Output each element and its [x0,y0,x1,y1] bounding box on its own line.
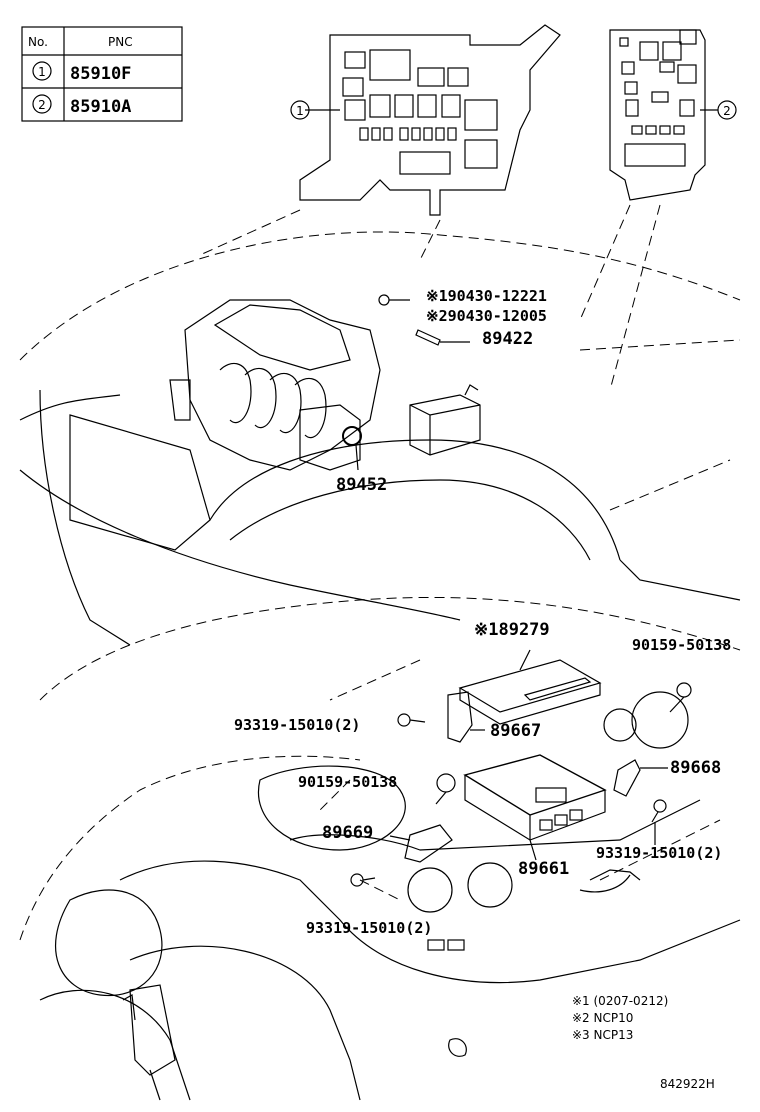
footnotes: ※1 (0207-0212) ※2 NCP10 ※3 NCP13 842922H [572,994,715,1091]
part-label-93319-15010-a: 93319-15010(2) [234,716,360,734]
part-label-90430-12221: ※190430-12221 [426,287,547,305]
legend-table: No. PNC 1 85910F 2 85910A [21,26,183,122]
brackets-and-bolts [350,682,692,887]
part-label-89669: 89669 [322,823,373,843]
legend-header-no: No. [28,35,48,49]
illustration-id: 842922H [660,1077,715,1091]
legend-row2-pnc: 85910A [70,97,131,117]
vehicle-front-outline [19,231,741,701]
part-label-90159-50138-a: 90159-50138 [632,636,731,654]
footnote-3: ※3 NCP13 [572,1028,633,1042]
ecu-89661 [463,754,607,861]
engine-bay-relay-box [409,384,481,456]
part-label-89668: 89668 [670,758,721,778]
part-label-93319-15010-c: 93319-15010(2) [306,919,432,937]
part-labels: ※190430-12221 ※290430-12005 89422 89452 … [234,287,731,937]
legend-header-pnc: PNC [108,35,133,49]
top-fasteners [355,294,470,471]
callout-1: 1 [296,104,304,118]
part-label-89661: 89661 [518,859,569,879]
footnote-1: ※1 (0207-0212) [572,994,668,1008]
part-label-90430-12005: ※290430-12005 [426,307,547,325]
part-label-89452: 89452 [336,475,387,495]
part-label-89279: ※189279 [474,620,550,640]
dashboard-outline [19,596,741,1101]
part-label-89422: 89422 [482,329,533,349]
part-label-89667: 89667 [490,721,541,741]
part-label-90159-50138-b: 90159-50138 [298,773,397,791]
part-label-93319-15010-b: 93319-15010(2) [596,844,722,862]
relay-block-engine-room: 1 [290,24,561,216]
legend-row1-no: 1 [38,65,46,79]
engine-assembly [169,299,381,471]
legend-row1-pnc: 85910F [70,64,131,84]
callout-2: 2 [723,104,731,118]
ecu-89279-panel [458,649,602,725]
leader-lines [199,204,661,391]
footnote-2: ※2 NCP10 [572,1011,633,1025]
legend-row2-no: 2 [38,98,46,112]
relay-block-instrument-panel: 2 [609,29,737,201]
